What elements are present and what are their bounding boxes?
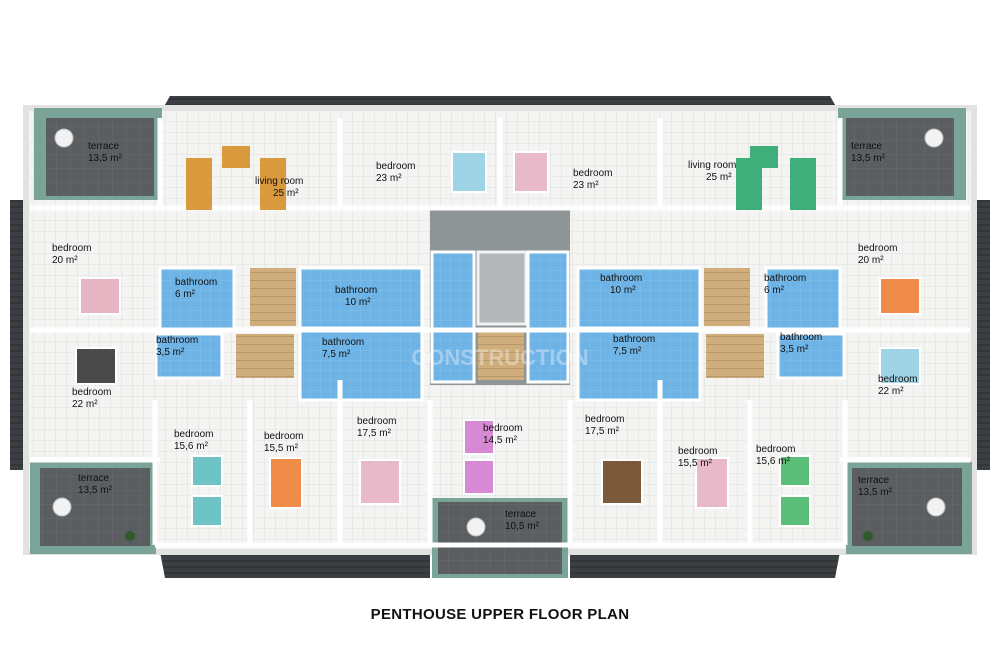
room-name: bathroom [335, 285, 378, 296]
room-area: 20 m² [52, 255, 78, 266]
room-name: living room [255, 176, 304, 187]
room-name: bathroom [600, 273, 643, 284]
room-name: bathroom [780, 332, 823, 343]
room-name: bedroom [483, 423, 523, 434]
terrace-top-left [34, 108, 162, 200]
room-name: bedroom [573, 168, 613, 179]
room-area: 15,5 m² [678, 458, 712, 469]
room-name: terrace [88, 141, 120, 152]
room-name: bedroom [376, 161, 416, 172]
room-name: bedroom [357, 416, 397, 427]
bathrooms [154, 250, 846, 402]
room-name: terrace [505, 509, 537, 520]
room-area: 13,5 m² [851, 153, 885, 164]
room-name: terrace [851, 141, 883, 152]
room-name: bathroom [156, 335, 199, 346]
terrace-furniture [52, 128, 946, 537]
room-name: bathroom [322, 337, 365, 348]
room-name: bathroom [764, 273, 807, 284]
room-area: 23 m² [573, 180, 599, 191]
room-name: bedroom [858, 243, 898, 254]
room-area: 20 m² [858, 255, 884, 266]
room-area: 3,5 m² [156, 347, 185, 358]
room-area: 15,5 m² [264, 443, 298, 454]
room-area: 23 m² [376, 173, 402, 184]
room-area: 10 m² [610, 285, 636, 296]
elevator-shaft [476, 250, 528, 326]
floor-plan: CONSTRUCTION [10, 96, 990, 578]
room-area: 22 m² [72, 399, 98, 410]
plants [125, 531, 873, 541]
room-name: bedroom [264, 431, 304, 442]
room-area: 25 m² [706, 172, 732, 183]
room-name: terrace [78, 473, 110, 484]
room-area: 6 m² [175, 289, 195, 300]
room-name: bathroom [175, 277, 218, 288]
terrace-top-right [838, 108, 966, 200]
room-area: 17,5 m² [357, 428, 391, 439]
room-area: 10 m² [345, 297, 371, 308]
terrace-bottom-center [432, 498, 568, 578]
beds [75, 151, 921, 527]
room-area: 13,5 m² [78, 485, 112, 496]
room-area: 25 m² [273, 188, 299, 199]
room-area: 3,5 m² [780, 344, 809, 355]
room-name: bedroom [52, 243, 92, 254]
room-area: 10,5 m² [505, 521, 539, 532]
room-area: 6 m² [764, 285, 784, 296]
living-room-sofas [186, 146, 816, 210]
terrace-bottom-right [846, 462, 972, 554]
staircases [236, 268, 764, 380]
room-name: living room [688, 160, 737, 171]
plan-caption: PENTHOUSE UPPER FLOOR PLAN [370, 606, 630, 623]
room-name: bathroom [613, 334, 656, 345]
room-name: bedroom [678, 446, 718, 457]
room-area: 7,5 m² [613, 346, 642, 357]
watermark: CONSTRUCTION [411, 345, 588, 370]
room-area: 14,5 m² [483, 435, 517, 446]
room-name: bedroom [756, 444, 796, 455]
room-name: bedroom [174, 429, 214, 440]
room-name: bedroom [585, 414, 625, 425]
room-name: terrace [858, 475, 890, 486]
room-area: 13,5 m² [88, 153, 122, 164]
room-name: bedroom [72, 387, 112, 398]
room-area: 15,6 m² [174, 441, 208, 452]
room-area: 13,5 m² [858, 487, 892, 498]
room-area: 17,5 m² [585, 426, 619, 437]
room-area: 7,5 m² [322, 349, 351, 360]
room-area: 22 m² [878, 386, 904, 397]
room-area: 15,6 m² [756, 456, 790, 467]
room-name: bedroom [878, 374, 918, 385]
